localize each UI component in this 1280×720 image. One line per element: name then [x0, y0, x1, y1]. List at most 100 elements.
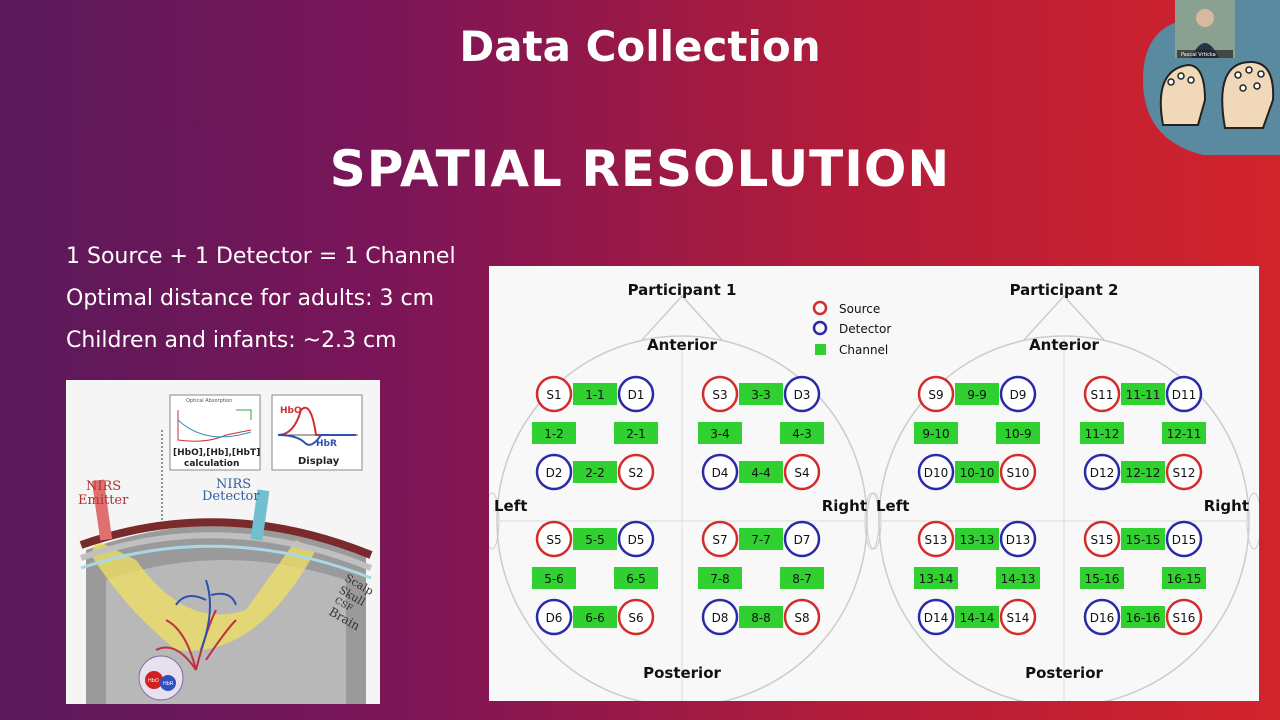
optode-label: S3	[712, 388, 727, 402]
webcam-graphic: Pascal Vrticka	[1143, 0, 1280, 155]
optode-label: S15	[1091, 533, 1114, 547]
optode-label: D13	[1006, 533, 1031, 547]
calc-label-1: [HbO],[Hb],[HbT]	[173, 448, 260, 458]
absorption-curve-red	[177, 410, 252, 442]
channel-10-9	[996, 422, 1040, 444]
source-S7	[701, 520, 739, 558]
channel-1-1	[573, 383, 617, 405]
detector-D16	[1083, 598, 1121, 636]
channel-label: 7-7	[751, 533, 771, 547]
channel-label: 5-5	[585, 533, 605, 547]
channel-16-16	[1121, 606, 1165, 628]
detector-label-2: Detector	[202, 489, 260, 504]
right-label: Right	[1204, 497, 1249, 515]
channel-2-2	[573, 461, 617, 483]
detector-D9	[999, 375, 1037, 413]
channel-label: 13-14	[919, 572, 954, 586]
scalp-layer	[79, 518, 373, 559]
detector-D3	[783, 375, 821, 413]
legend-channel-icon	[815, 344, 826, 355]
bullet-2: Optimal distance for adults: 3 cm	[66, 286, 435, 311]
source-S2	[617, 453, 655, 491]
channel-5-5	[573, 528, 617, 550]
optode-label: S10	[1007, 466, 1030, 480]
speaker-name: Pascal Vrticka	[1181, 52, 1216, 58]
channel-label: 6-6	[585, 611, 605, 625]
calculation-box	[169, 394, 261, 471]
detector-D13	[999, 520, 1037, 558]
posterior-label: Posterior	[1025, 664, 1103, 682]
optode-label: D4	[712, 466, 729, 480]
source-S4	[783, 453, 821, 491]
channel-label: 8-7	[792, 572, 812, 586]
channel-7-7	[739, 528, 783, 550]
channel-label: 10-10	[960, 466, 995, 480]
channel-label: 4-3	[792, 427, 812, 441]
left-label: Left	[494, 497, 527, 515]
channel-label: 1-1	[585, 388, 605, 402]
head-icon-right	[1221, 60, 1275, 129]
optode-label: S1	[546, 388, 561, 402]
nirs-diagram: HbO HbR NIRS Emitter NIRS Detector Scalp…	[78, 394, 376, 704]
channel-10-10	[955, 461, 999, 483]
detector-D8	[701, 598, 739, 636]
legend-source-icon	[812, 300, 828, 316]
optode-label: S12	[1173, 466, 1196, 480]
bullet-1: 1 Source + 1 Detector = 1 Channel	[66, 244, 456, 269]
channel-9-10	[914, 422, 958, 444]
optode-label: S13	[925, 533, 948, 547]
detector-label-1: NIRS	[216, 477, 251, 492]
detector-D1	[617, 375, 655, 413]
channel-label: 11-12	[1085, 427, 1120, 441]
channel-label: 15-15	[1126, 533, 1161, 547]
channel-label: 2-2	[585, 466, 605, 480]
source-S13	[917, 520, 955, 558]
emitter-label-2: Emitter	[78, 493, 129, 508]
detector-D7	[783, 520, 821, 558]
channel-label: 3-4	[710, 427, 730, 441]
channel-6-5	[614, 567, 658, 589]
hbr-cell	[160, 675, 176, 691]
channel-label: 14-14	[960, 611, 995, 625]
slide-subtitle: SPATIAL RESOLUTION	[329, 140, 951, 198]
detector-D4	[701, 453, 739, 491]
detector-D5	[617, 520, 655, 558]
legend-channel-label: Channel	[839, 343, 888, 357]
emitter-label-1: NIRS	[86, 479, 121, 494]
montage-diagram: Source Detector Channel Participant 1Ant…	[484, 281, 1262, 707]
source-S15	[1083, 520, 1121, 558]
optode-label: D5	[628, 533, 645, 547]
optode-label: S16	[1173, 611, 1196, 625]
channel-label: 12-11	[1167, 427, 1202, 441]
source-S6	[617, 598, 655, 636]
detector-D11	[1165, 375, 1203, 413]
hbo-cell-label: HbO	[148, 678, 159, 684]
optode-label: S14	[1007, 611, 1030, 625]
optode-label: S9	[928, 388, 943, 402]
bullet-3: Children and infants: ~2.3 cm	[66, 328, 397, 353]
nose-outline	[1023, 294, 1105, 341]
optode-label: S8	[794, 611, 809, 625]
detector-D15	[1165, 520, 1203, 558]
left-label: Left	[876, 497, 909, 515]
channel-3-3	[739, 383, 783, 405]
channel-12-12	[1121, 461, 1165, 483]
source-S1	[535, 375, 573, 413]
hbr-curve	[277, 434, 356, 446]
slide-title: Data Collection	[459, 22, 821, 71]
display-label: Display	[298, 456, 340, 467]
optode-label: D2	[546, 466, 563, 480]
optode-label: D8	[712, 611, 729, 625]
optode-label: D14	[924, 611, 949, 625]
anterior-label: Anterior	[647, 336, 717, 354]
nose-outline	[641, 294, 723, 341]
optode-label: S4	[794, 466, 809, 480]
channel-11-11	[1121, 383, 1165, 405]
participant-title: Participant 2	[1010, 281, 1119, 299]
optode-label: D6	[546, 611, 563, 625]
channel-label: 4-4	[751, 466, 771, 480]
source-S11	[1083, 375, 1121, 413]
